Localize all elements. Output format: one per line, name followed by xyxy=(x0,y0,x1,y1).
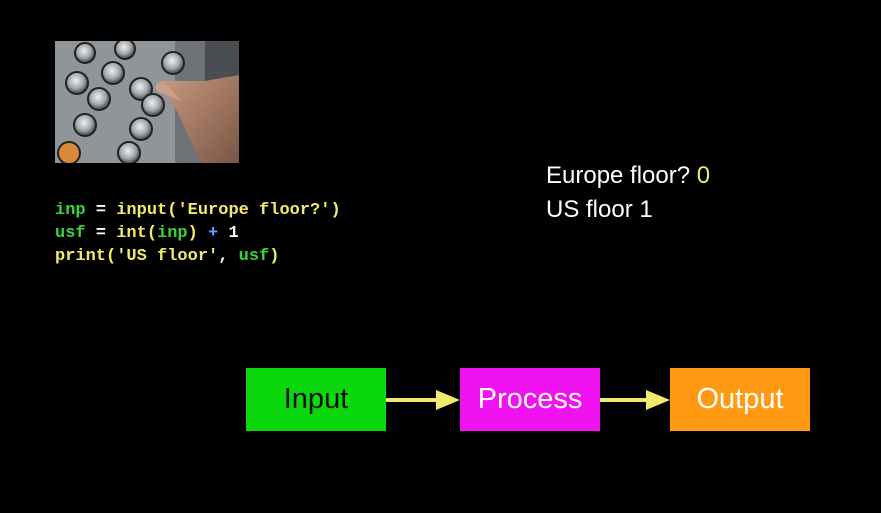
code-string: 'US floor' xyxy=(116,247,219,266)
code-variable: usf xyxy=(55,224,86,243)
elevator-buttons-image xyxy=(55,41,239,163)
code-variable: usf xyxy=(238,247,270,266)
console-line-result: US floor 1 xyxy=(546,196,653,223)
arrow-right-icon xyxy=(386,390,460,410)
code-string: 'Europe floor?' xyxy=(177,201,331,220)
code-function: input xyxy=(116,201,168,220)
console-output: Europe floor? 0 US floor 1 xyxy=(546,159,710,227)
code-paren: ( xyxy=(167,201,178,220)
console-line-prompt: Europe floor? 0 xyxy=(546,159,710,193)
code-paren: ( xyxy=(106,247,117,266)
output-box: Output xyxy=(670,368,810,431)
code-function: int xyxy=(116,224,147,243)
console-prompt: Europe floor? xyxy=(546,162,691,189)
code-paren: ) xyxy=(269,247,280,266)
code-paren: ) xyxy=(187,224,198,243)
code-paren: ) xyxy=(330,201,341,220)
input-box: Input xyxy=(246,368,386,431)
code-operator: = xyxy=(85,224,117,243)
arrow-right-icon xyxy=(600,390,670,410)
code-comma: , xyxy=(218,247,239,266)
code-operator: = xyxy=(85,201,117,220)
console-answer: 0 xyxy=(696,162,711,189)
elevator-panel-photo xyxy=(55,41,239,163)
code-variable: inp xyxy=(157,224,188,243)
code-number: 1 xyxy=(228,224,239,243)
code-line-3: print('US floor', usf) xyxy=(55,245,341,268)
code-operator: + xyxy=(197,224,229,243)
process-box: Process xyxy=(460,368,600,431)
code-function: print xyxy=(55,247,107,266)
code-line-1: inp = input('Europe floor?') xyxy=(55,199,341,222)
code-paren: ( xyxy=(146,224,158,243)
python-code-block: inp = input('Europe floor?')usf = int(in… xyxy=(55,199,341,268)
code-line-2: usf = int(inp) + 1 xyxy=(55,222,341,245)
code-variable: inp xyxy=(55,201,86,220)
